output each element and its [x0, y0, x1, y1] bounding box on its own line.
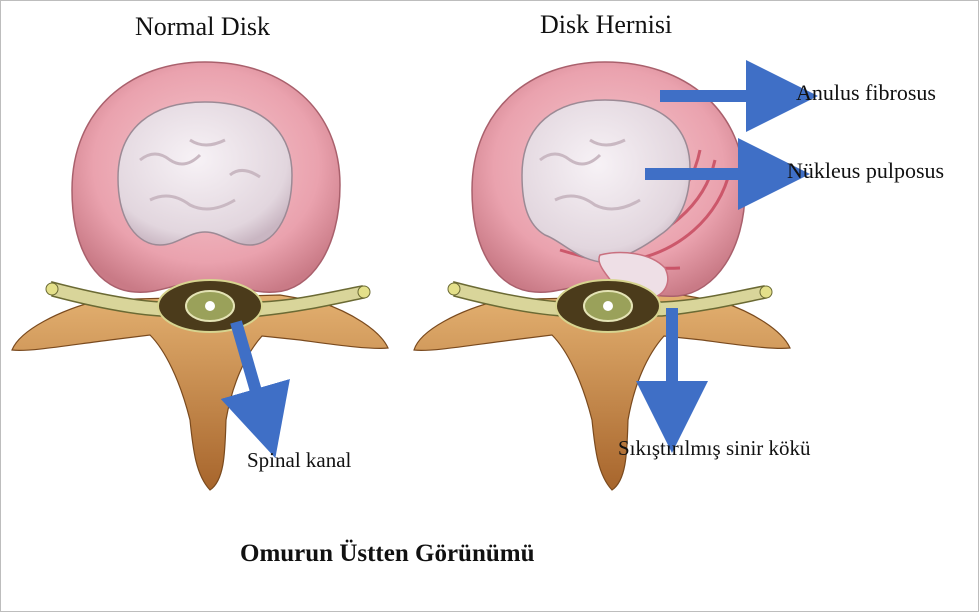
spinal-kanal-label: Spinal kanal: [247, 448, 351, 473]
nukleus-label: Nükleus pulposus: [787, 158, 944, 184]
nerve-root-label: Sıkıştırılmış sinir kökü: [618, 436, 811, 461]
diagram-caption: Omurun Üstten Görünümü: [240, 540, 535, 568]
normal-nucleus: [118, 102, 292, 245]
herniated-vertebra: [414, 62, 790, 490]
normal-vertebra: [12, 62, 388, 490]
anulus-label: Anulus fibrosus: [796, 80, 936, 106]
disk-hernisi-title: Disk Hernisi: [540, 10, 672, 40]
normal-disk-title: Normal Disk: [135, 12, 270, 42]
